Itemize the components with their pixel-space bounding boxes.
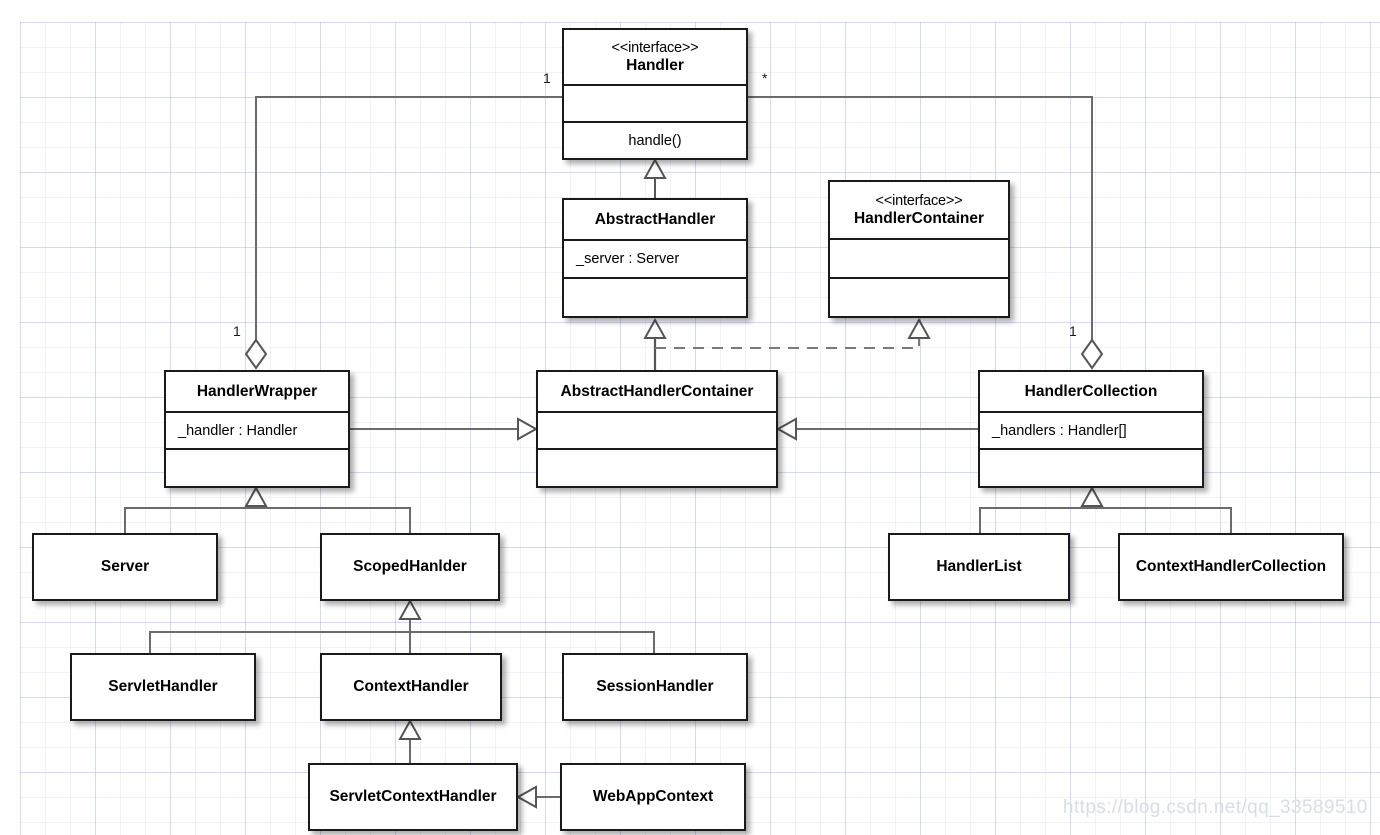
stereotype-label: <<interface>> — [875, 193, 963, 210]
class-name-servletcontexthandler: ServletContextHandler — [329, 788, 497, 806]
class-name-sessionhandler: SessionHandler — [596, 678, 714, 696]
class-operations-handlerwrapper — [166, 448, 348, 486]
class-header-handler: <<interface>> Handler — [564, 30, 746, 84]
class-operations-handlercollection — [980, 448, 1202, 486]
class-box-abstracthandler[interactable]: AbstractHandler _server : Server — [562, 198, 748, 318]
class-header-handlercontainer: <<interface>> HandlerContainer — [830, 182, 1008, 238]
class-box-scopedhanlder[interactable]: ScopedHanlder — [320, 533, 500, 601]
connector-scopedhanlder-subclasses — [149, 598, 655, 653]
class-box-handlerwrapper[interactable]: HandlerWrapper _handler : Handler — [164, 370, 350, 488]
class-header-abstracthandlercontainer: AbstractHandlerContainer — [560, 382, 754, 400]
class-operations-handlercontainer — [830, 277, 1008, 316]
class-box-server[interactable]: Server — [32, 533, 218, 601]
stereotype-label: <<interface>> — [611, 40, 699, 57]
class-attributes-abstracthandler: _server : Server — [564, 238, 746, 278]
class-box-servletcontexthandler[interactable]: ServletContextHandler — [308, 763, 518, 831]
watermark-text: https://blog.csdn.net/qq_33589510 — [1063, 797, 1368, 818]
multiplicity-handler-right: * — [762, 70, 768, 86]
class-name-scopedhanlder: ScopedHanlder — [353, 558, 467, 576]
class-name-handlerlist: HandlerList — [936, 558, 1022, 576]
class-operations-abstracthandlercontainer — [538, 448, 776, 486]
class-box-handler[interactable]: <<interface>> Handler handle() — [562, 28, 748, 160]
class-box-contexthandlercollection[interactable]: ContextHandlerCollection — [1118, 533, 1344, 601]
class-box-handlercollection[interactable]: HandlerCollection _handlers : Handler[] — [978, 370, 1204, 488]
multiplicity-handlercollection: 1 — [1069, 323, 1077, 339]
class-attributes-handlercontainer — [830, 238, 1008, 277]
connector-handlercollection-subclasses — [979, 485, 1232, 533]
class-header-handlercollection: HandlerCollection — [1024, 382, 1158, 400]
class-name-servlethandler: ServletHandler — [108, 678, 218, 696]
class-name-server: Server — [100, 558, 150, 576]
multiplicity-handlerwrapper: 1 — [233, 323, 241, 339]
class-name-label: Handler — [626, 56, 684, 74]
multiplicity-handler-left: 1 — [543, 70, 551, 86]
class-box-sessionhandler[interactable]: SessionHandler — [562, 653, 748, 721]
connector-handler-to-handlercollection — [748, 96, 1104, 370]
class-attributes-handlerwrapper: _handler : Handler — [166, 410, 348, 449]
connector-ahc-to-handlercontainer-realization — [655, 317, 931, 349]
connector-abstracthandler-to-handler — [643, 157, 667, 198]
class-attributes-handlercollection: _handlers : Handler[] — [980, 410, 1202, 449]
paper-margin-left — [0, 0, 20, 835]
class-operations-handler: handle() — [564, 121, 746, 158]
class-box-contexthandler[interactable]: ContextHandler — [320, 653, 502, 721]
paper-margin-top — [0, 0, 1380, 22]
class-header-abstracthandler: AbstractHandler — [594, 210, 716, 228]
connector-handlerwrapper-subclasses — [124, 485, 411, 533]
class-name-contexthandlercollection: ContextHandlerCollection — [1135, 558, 1327, 576]
class-box-servlethandler[interactable]: ServletHandler — [70, 653, 256, 721]
connector-ahc-to-abstracthandler — [643, 317, 667, 370]
class-operations-abstracthandler — [564, 277, 746, 316]
class-name-webappcontext: WebAppContext — [592, 788, 714, 806]
connector-handler-to-handlerwrapper — [244, 96, 562, 370]
class-box-abstracthandlercontainer[interactable]: AbstractHandlerContainer — [536, 370, 778, 488]
class-box-handlerlist[interactable]: HandlerList — [888, 533, 1070, 601]
connector-servletcontexthandler-to-contexthandler — [398, 718, 422, 763]
connector-webappcontext-to-servletcontexthandler — [515, 785, 560, 809]
connector-handlercollection-to-ahc — [775, 417, 978, 441]
class-attributes-abstracthandlercontainer — [538, 410, 776, 449]
class-header-handlerwrapper: HandlerWrapper — [196, 382, 318, 400]
class-box-handlercontainer[interactable]: <<interface>> HandlerContainer — [828, 180, 1010, 318]
class-name-contexthandler: ContextHandler — [353, 678, 469, 696]
connector-handlerwrapper-to-ahc — [350, 417, 539, 441]
class-box-webappcontext[interactable]: WebAppContext — [560, 763, 746, 831]
class-attributes-handler — [564, 84, 746, 121]
class-name-label: HandlerContainer — [853, 209, 985, 227]
